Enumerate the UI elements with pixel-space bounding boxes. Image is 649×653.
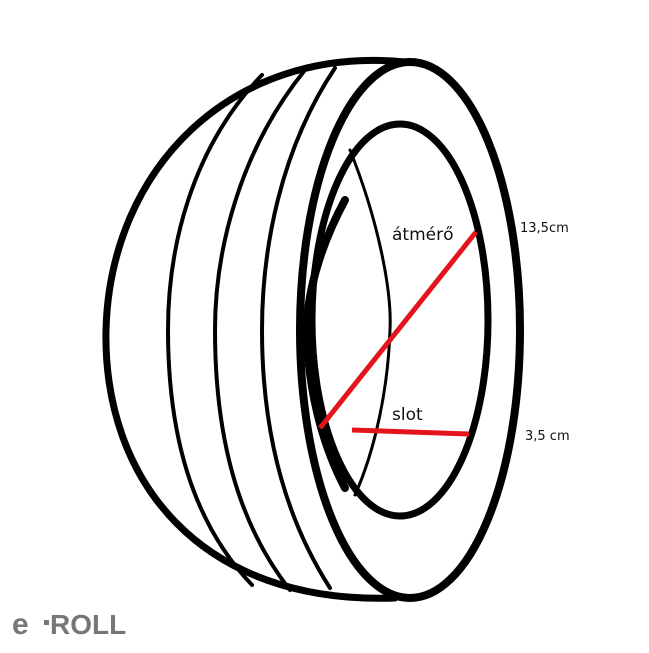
tread-groove-1	[165, 73, 264, 587]
logo-roll: ROLL	[50, 609, 126, 640]
diameter-measure-line	[318, 230, 478, 430]
logo-e: e	[12, 608, 29, 641]
slot-value: 3,5 cm	[525, 429, 570, 444]
inner-back-rim-thin	[348, 148, 392, 497]
diameter-value: 13,5cm	[520, 221, 569, 236]
slot-measure-line	[351, 427, 470, 437]
tread-groove-2	[212, 68, 307, 592]
diameter-label: átmérő	[392, 225, 454, 245]
slot-label: slot	[392, 405, 423, 425]
logo-dot	[44, 620, 49, 625]
tread-groove-3	[259, 66, 337, 590]
eroll-logo: e ROLL	[12, 608, 126, 641]
rim-hole-edge	[308, 120, 492, 520]
tire-front-outer-edge	[296, 58, 524, 602]
inner-back-rim	[302, 196, 349, 492]
